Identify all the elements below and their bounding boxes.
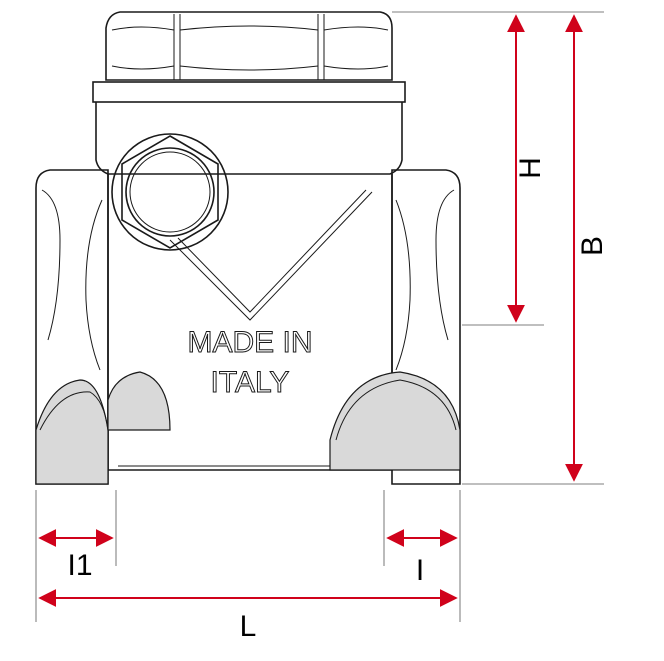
embossed-line-1: MADE IN <box>187 326 312 359</box>
left-port <box>35 169 109 485</box>
label-h: H <box>514 157 547 179</box>
valve-collar <box>92 81 406 103</box>
label-b: B <box>576 236 609 256</box>
embossed-line-2: ITALY <box>211 366 290 399</box>
valve-neck <box>95 102 403 175</box>
hex-plug <box>111 133 229 251</box>
left-inner-section <box>107 371 171 431</box>
embossed-lettering: MADE IN ITALY <box>187 326 313 400</box>
right-port <box>329 169 461 485</box>
valve-cap <box>105 11 393 81</box>
label-i1: I1 <box>67 549 92 582</box>
extension-lines <box>35 11 604 622</box>
label-i: I <box>416 554 424 587</box>
label-l: L <box>240 610 257 643</box>
